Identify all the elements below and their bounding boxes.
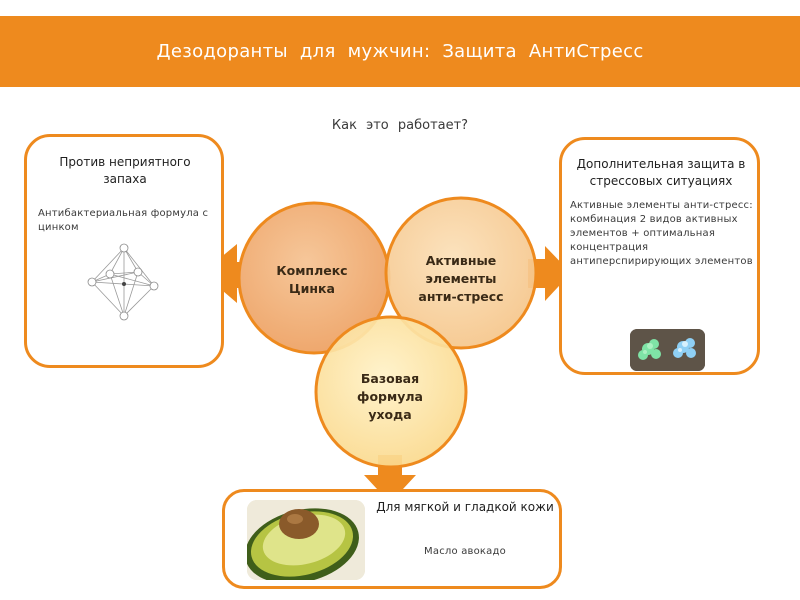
bottom-panel: Для мягкой и гладкой кожи Масло авокадо	[222, 489, 562, 589]
bottom-panel-text: Масло авокадо	[424, 546, 506, 557]
crystal-elements-image	[630, 329, 705, 371]
circle-zinc-label: Комплекс Цинка	[276, 263, 348, 296]
arrow-right	[528, 246, 571, 301]
header-bar: Дезодоранты для мужчин: Защита АнтиСтрес…	[0, 16, 800, 87]
arrow-down	[364, 455, 416, 503]
molecule-structure-icon	[87, 243, 159, 321]
circle-base-label: Базовая формула ухода	[357, 371, 423, 422]
avocado-image	[247, 500, 365, 580]
subtitle: Как это работает?	[331, 118, 469, 133]
circle-active	[384, 196, 538, 350]
right-panel: Дополнительная защита в стрессовых ситуа…	[559, 137, 760, 375]
left-panel-text: Антибактериальная формула с цинком	[38, 208, 209, 233]
bottom-panel-title: Для мягкой и гладкой кожи	[376, 500, 554, 514]
left-panel-title: Против неприятного запаха	[59, 155, 191, 186]
page-title: Дезодоранты для мужчин: Защита АнтиСтрес…	[156, 41, 644, 62]
right-panel-text: Активные элементы анти-стресс: комбинаци…	[570, 200, 753, 267]
left-panel: Против неприятного запаха Антибактериаль…	[24, 134, 224, 368]
circle-base	[314, 315, 468, 469]
arrow-left	[202, 244, 268, 303]
circle-active-label: Активные элементы анти-стресс	[418, 253, 504, 304]
right-panel-title: Дополнительная защита в стрессовых ситуа…	[576, 157, 746, 188]
